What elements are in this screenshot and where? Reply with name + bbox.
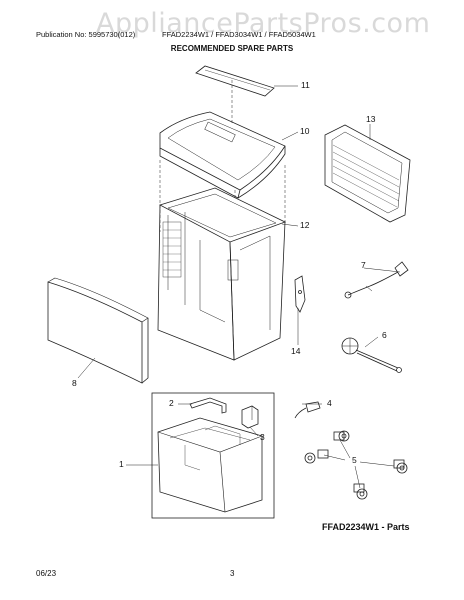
callout-12: 12 <box>300 220 310 230</box>
parts-model-label: FFAD2234W1 - Parts <box>322 522 410 532</box>
part-11-filter <box>195 65 275 97</box>
callout-11: 11 <box>301 80 310 90</box>
publication-number: Publication No: 5995730(012) <box>36 30 136 39</box>
callout-14: 14 <box>291 346 301 356</box>
callout-8: 8 <box>72 378 77 388</box>
model-numbers: FFAD2234W1 / FFAD3034W1 / FFAD5034W1 <box>162 30 316 39</box>
callout-7: 7 <box>361 260 366 270</box>
part-4-sensor <box>294 401 321 419</box>
part-10-top-cover <box>159 111 286 199</box>
assembly-guide-lines <box>159 80 286 232</box>
part-2-handle <box>189 397 227 414</box>
callout-5: 5 <box>352 455 357 465</box>
footer-date: 06/23 <box>36 569 57 578</box>
callout-4: 4 <box>327 398 332 408</box>
part-1-water-bucket <box>157 417 263 513</box>
bucket-assembly-box <box>151 392 275 519</box>
page-title: RECOMMENDED SPARE PARTS <box>170 44 294 53</box>
callout-13: 13 <box>366 114 376 124</box>
part-13-rear-grille <box>324 124 411 223</box>
callout-3: 3 <box>260 432 265 442</box>
leader-lines <box>77 85 401 489</box>
part-12-cabinet <box>157 187 287 361</box>
callout-10: 10 <box>300 126 310 136</box>
part-14-bracket <box>294 275 306 313</box>
part-8-front-panel <box>47 277 149 384</box>
part-5-casters <box>304 430 408 500</box>
part-6-float <box>341 337 402 373</box>
callout-2: 2 <box>169 398 174 408</box>
callout-1: 1 <box>119 459 124 469</box>
part-3-switch <box>241 405 259 429</box>
watermark: AppliancePartsPros.com <box>96 8 431 39</box>
callout-6: 6 <box>382 330 387 340</box>
footer-page-number: 3 <box>230 569 235 578</box>
part-7-power-cord <box>344 261 409 299</box>
